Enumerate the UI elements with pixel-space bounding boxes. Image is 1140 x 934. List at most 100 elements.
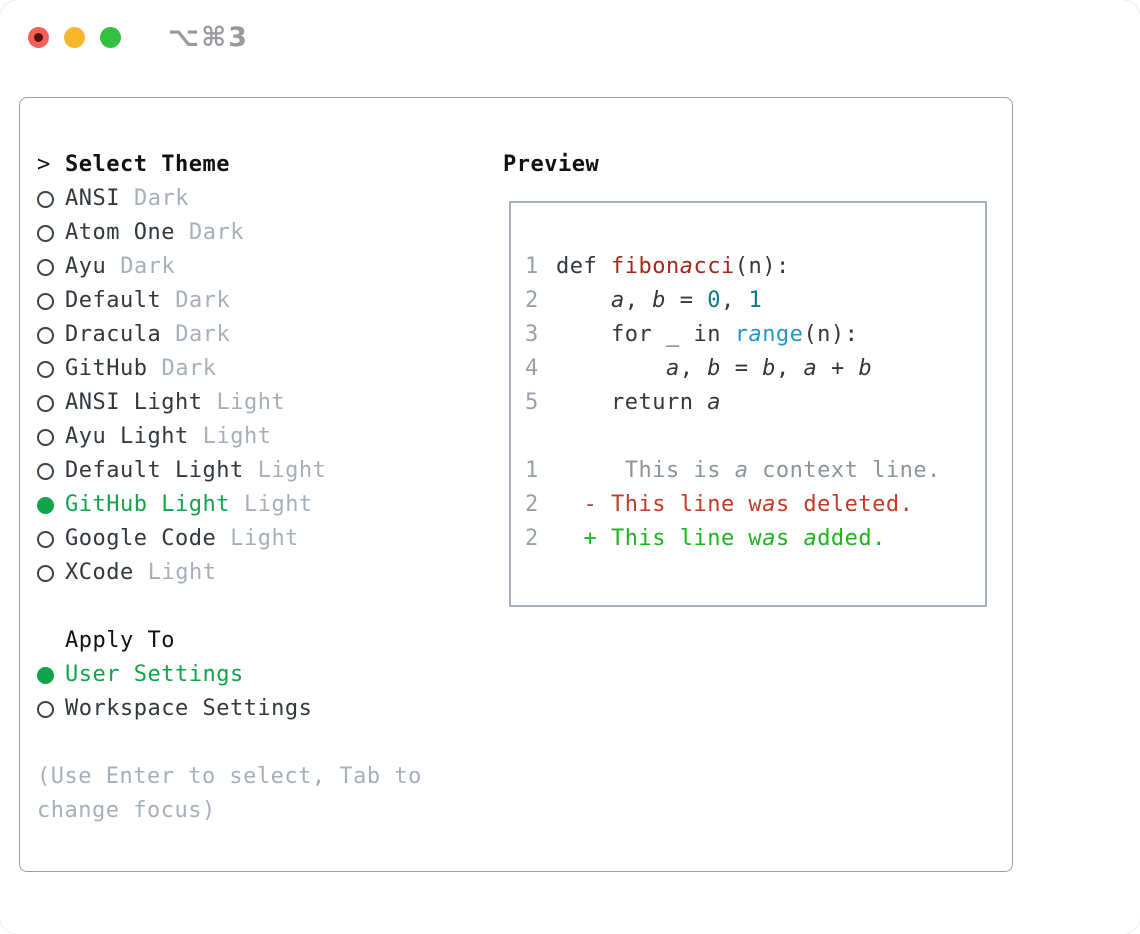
theme-option-ayu-light[interactable]: Ayu Light Light: [37, 420, 477, 454]
theme-option-ansi[interactable]: ANSI Dark: [37, 182, 477, 216]
code-segment: ,: [720, 288, 749, 313]
theme-option-default[interactable]: Default Dark: [37, 284, 477, 318]
code-segment: 0: [707, 288, 721, 313]
theme-option-default-light[interactable]: Default Light Light: [37, 454, 477, 488]
radio-icon: [37, 394, 54, 412]
theme-option-xcode[interactable]: XCode Light: [37, 556, 477, 590]
theme-list: ANSI Dark Atom One Dark Ayu Dark Default…: [37, 182, 477, 590]
preview-line: 4 a, b = b, a + b: [525, 352, 985, 386]
preview-line: 5 return a: [525, 386, 985, 420]
theme-option-ansi-light[interactable]: ANSI Light Light: [37, 386, 477, 420]
line-number: 1: [525, 254, 539, 279]
theme-selector: > Select Theme ANSI Dark Atom One Dark A…: [37, 148, 477, 828]
code-segment: a: [610, 288, 625, 313]
code-segment: b: [858, 356, 873, 381]
theme-variant-tag: Dark: [120, 254, 176, 279]
theme-name: GitHub: [65, 356, 148, 381]
theme-variant-tag: Dark: [175, 288, 231, 313]
code-segment: return: [556, 390, 708, 415]
line-number: 2: [525, 526, 539, 551]
theme-option-ayu[interactable]: Ayu Dark: [37, 250, 477, 284]
preview-line: 1 This is a context line.: [525, 454, 985, 488]
main-panel: > Select Theme ANSI Dark Atom One Dark A…: [19, 97, 1013, 872]
theme-name: ANSI Light: [65, 390, 203, 415]
theme-option-dracula[interactable]: Dracula Dark: [37, 318, 477, 352]
code-segment: ,: [624, 288, 653, 313]
spacer: [525, 420, 985, 454]
radio-icon: [37, 496, 54, 514]
code-segment: =: [720, 356, 763, 381]
theme-variant-tag: Light: [216, 390, 286, 415]
code-segment: ,: [775, 356, 804, 381]
code-segment: - This line was deleted.: [556, 492, 914, 517]
radio-icon: [37, 428, 54, 446]
preview-section: Preview 1 def fibonacci(n): 2 a, b = 0, …: [503, 148, 987, 607]
apply-to-header-row: Apply To: [37, 624, 477, 658]
spacer: [37, 726, 477, 760]
preview-line: 2 - This line was deleted.: [525, 488, 985, 522]
code-segment: 1: [748, 288, 763, 313]
theme-name: Ayu Light: [65, 424, 189, 449]
theme-name: ANSI: [65, 186, 120, 211]
code-segment: for _ in: [556, 322, 735, 347]
line-number: 1: [525, 458, 539, 483]
line-content: for _ in range(n):: [556, 318, 858, 352]
theme-name: XCode: [65, 560, 134, 585]
code-segment: range: [734, 322, 804, 347]
line-number: 2: [525, 288, 539, 313]
apply-option-label: User Settings: [65, 662, 244, 687]
theme-option-google-code[interactable]: Google Code Light: [37, 522, 477, 556]
code-segment: ,: [679, 356, 708, 381]
code-sample: 1 def fibonacci(n): 2 a, b = 0, 1 3 for …: [525, 250, 985, 420]
preview-title: Preview: [503, 152, 600, 177]
theme-name: Default Light: [65, 458, 244, 483]
theme-option-github-light[interactable]: GitHub Light Light: [37, 488, 477, 522]
titlebar: ⌥⌘3: [0, 0, 1140, 75]
code-segment: +: [817, 356, 859, 381]
hint-text-line-1: (Use Enter to select, Tab to: [37, 764, 422, 789]
code-segment: def: [556, 254, 611, 279]
apply-to-list: User Settings Workspace Settings: [37, 658, 477, 726]
radio-icon: [37, 360, 54, 378]
code-segment: fibonacci: [610, 254, 735, 279]
line-content: def fibonacci(n):: [556, 250, 790, 284]
apply-option-workspace-settings[interactable]: Workspace Settings: [37, 692, 477, 726]
spacer: [37, 590, 477, 624]
theme-name: Google Code: [65, 526, 217, 551]
line-content: a, b = 0, 1: [556, 284, 762, 318]
code-segment: This is a context line.: [556, 458, 941, 483]
line-number: 3: [525, 322, 539, 347]
window-title: ⌥⌘3: [168, 22, 249, 53]
theme-option-atom-one[interactable]: Atom One Dark: [37, 216, 477, 250]
radio-icon: [37, 530, 54, 548]
theme-variant-tag: Dark: [175, 322, 231, 347]
theme-variant-tag: Light: [243, 492, 313, 517]
line-content: a, b = b, a + b: [556, 352, 872, 386]
chevron-icon: >: [37, 152, 51, 177]
radio-icon: [37, 326, 54, 344]
select-theme-title: Select Theme: [65, 152, 230, 177]
theme-variant-tag: Light: [257, 458, 327, 483]
theme-name: Atom One: [65, 220, 175, 245]
line-number: 2: [525, 492, 539, 517]
preview-line: 1 def fibonacci(n):: [525, 250, 985, 284]
radio-icon: [37, 292, 54, 310]
line-content: - This line was deleted.: [556, 488, 913, 522]
theme-name: GitHub Light: [65, 492, 230, 517]
theme-option-github[interactable]: GitHub Dark: [37, 352, 477, 386]
apply-option-label: Workspace Settings: [65, 696, 313, 721]
diff-sample: 1 This is a context line. 2 - This line …: [525, 454, 985, 556]
radio-icon: [37, 564, 54, 582]
theme-variant-tag: Dark: [133, 186, 189, 211]
code-segment: [556, 288, 611, 313]
code-segment: [556, 356, 666, 381]
zoom-button-icon[interactable]: [100, 27, 121, 48]
code-segment: a: [665, 356, 680, 381]
close-button-icon[interactable]: [28, 27, 49, 48]
minimize-button-icon[interactable]: [64, 27, 85, 48]
hint-text-line-2: change focus): [37, 798, 216, 823]
code-segment: (n):: [803, 322, 859, 347]
apply-option-user-settings[interactable]: User Settings: [37, 658, 477, 692]
radio-icon: [37, 462, 54, 480]
